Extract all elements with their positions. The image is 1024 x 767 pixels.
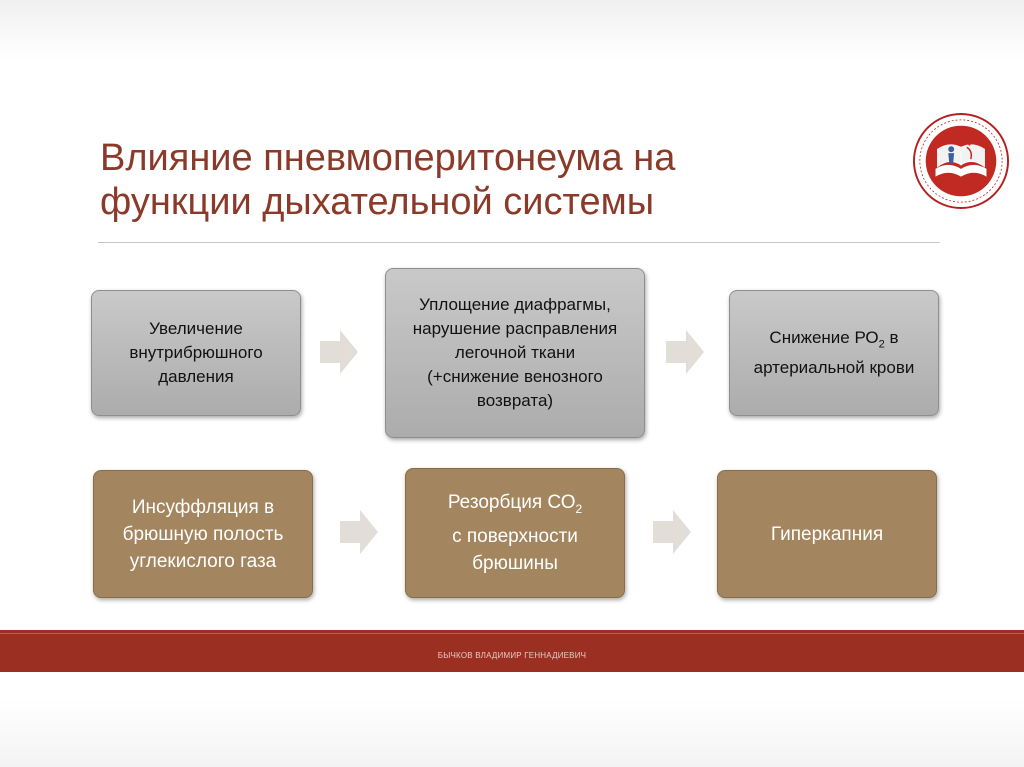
- slide-title: Влияние пневмоперитонеума на функции дых…: [100, 136, 860, 224]
- box-text: Уплощение диафрагмы, нарушение расправле…: [413, 293, 617, 413]
- box-text: Резорбция СО2 с поверхности брюшины: [448, 489, 582, 577]
- chevron-arrow-right-icon: [320, 330, 358, 374]
- box-hypercapnia: Гиперкапния: [717, 470, 937, 598]
- box-line-text: Снижение РО: [769, 327, 879, 347]
- box-line: Снижение РО2 в: [754, 326, 915, 356]
- box-line: Увеличение: [149, 319, 243, 338]
- box-text: Гиперкапния: [771, 521, 883, 548]
- chevron-arrow-right-icon: [666, 330, 704, 374]
- title-line-1: Влияние пневмоперитонеума на: [100, 137, 676, 179]
- box-line: Гиперкапния: [770, 523, 884, 545]
- box-line: с поверхности: [452, 525, 578, 547]
- box-line: Уплощение диафрагмы,: [419, 295, 611, 314]
- box-po2-decrease: Снижение РО2 в артериальной крови: [729, 290, 939, 416]
- title-line-2: функции дыхательной системы: [100, 181, 655, 223]
- subscript: 2: [878, 338, 885, 351]
- box-line: Резорбция СО2: [448, 489, 582, 523]
- footer-divider: [0, 633, 1024, 634]
- box-line: артериальной крови: [753, 358, 915, 378]
- box-text: Увеличение внутрибрюшного давления: [129, 317, 262, 389]
- box-line: брюшины: [472, 552, 558, 574]
- box-line: (+снижение венозного: [427, 367, 603, 386]
- box-line: брюшную полость: [122, 523, 284, 545]
- box-line: возврата): [476, 391, 554, 410]
- box-diaphragm-flattening: Уплощение диафрагмы, нарушение расправле…: [385, 268, 645, 438]
- box-line-tail: в: [884, 327, 899, 347]
- box-line: внутрибрюшного: [129, 343, 263, 362]
- footer-band: [0, 630, 1024, 672]
- box-abdominal-pressure: Увеличение внутрибрюшного давления: [91, 290, 301, 416]
- chevron-arrow-right-icon: [340, 510, 378, 554]
- university-emblem-icon: [912, 112, 1010, 210]
- subscript: 2: [575, 501, 583, 516]
- box-line: давления: [158, 367, 234, 386]
- box-line: углекислого газа: [129, 550, 277, 572]
- box-text: Снижение РО2 в артериальной крови: [754, 326, 915, 380]
- box-insufflation: Инсуффляция в брюшную полость углекислог…: [93, 470, 313, 598]
- top-shadow: [0, 0, 1024, 60]
- box-co2-resorption: Резорбция СО2 с поверхности брюшины: [405, 468, 625, 598]
- bottom-shadow: [0, 700, 1024, 767]
- box-line-text: Резорбция СО: [447, 492, 576, 514]
- chevron-arrow-right-icon: [653, 510, 691, 554]
- box-text: Инсуффляция в брюшную полость углекислог…: [123, 494, 284, 575]
- box-line: нарушение расправления: [412, 319, 618, 338]
- title-divider: [98, 242, 940, 243]
- box-line: Инсуффляция в: [131, 496, 275, 518]
- box-line: легочной ткани: [454, 343, 576, 362]
- footer-author: БЫЧКОВ ВЛАДИМИР ГЕННАДИЕВИЧ: [437, 651, 587, 660]
